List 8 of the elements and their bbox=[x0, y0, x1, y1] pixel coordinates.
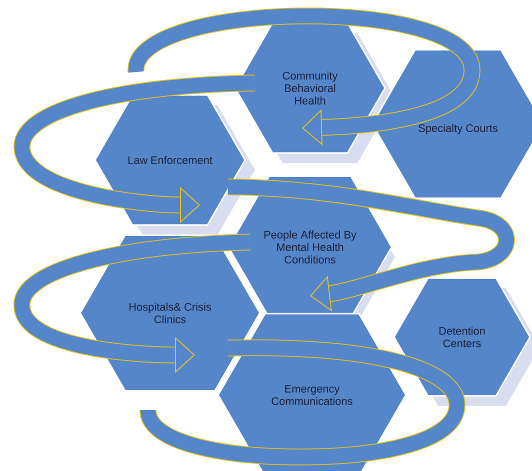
hexagon: Emergency Communications bbox=[217, 312, 407, 471]
hexagon: Law Enforcement bbox=[94, 94, 246, 226]
ribbon-arrow bbox=[128, 8, 480, 146]
node-label: Emergency Communications bbox=[272, 384, 352, 406]
ribbon-arrow bbox=[228, 178, 515, 312]
hexagon: Hospitals& Crisis Clinics bbox=[79, 234, 261, 392]
hexagon: Detention Centers bbox=[393, 277, 531, 397]
hexagon: Community Behavioral Health bbox=[234, 22, 386, 154]
